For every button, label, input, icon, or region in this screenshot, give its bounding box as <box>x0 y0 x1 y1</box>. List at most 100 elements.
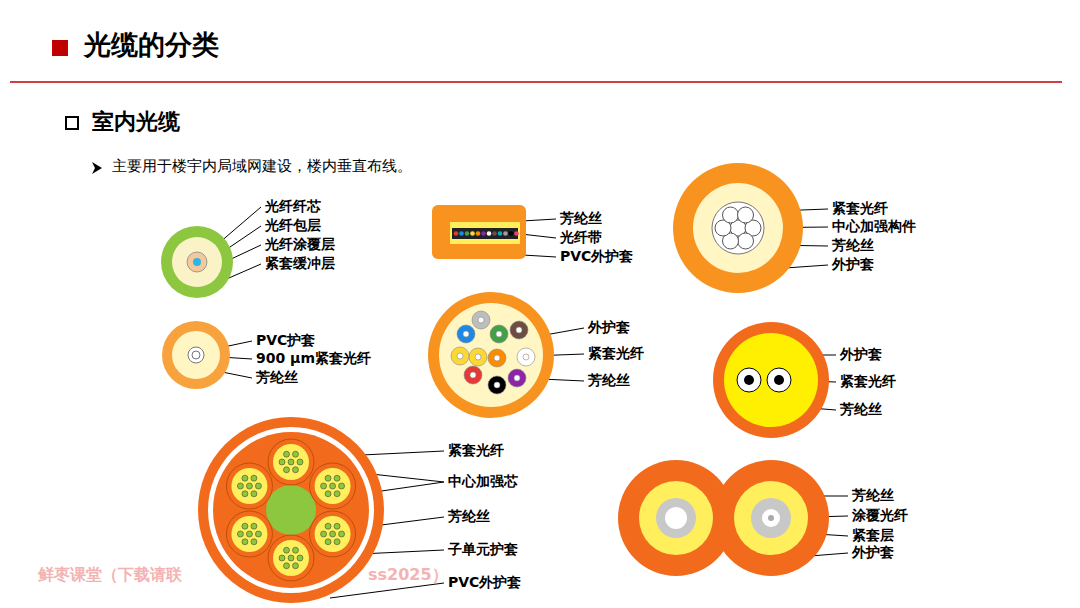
fiber-dot <box>514 375 520 381</box>
fiber-dot <box>293 563 299 569</box>
fiber-dot <box>255 531 261 537</box>
part-label: PVC外护套 <box>448 574 521 591</box>
fiber-dot <box>242 539 248 545</box>
fiber-dot <box>325 539 331 545</box>
fiber-dot <box>226 511 272 557</box>
fiber-dot <box>293 467 299 473</box>
part-label: PVC护套 <box>256 332 315 349</box>
fiber-dot <box>492 231 497 236</box>
fiber-dot <box>321 483 327 489</box>
part-label: 外护套 <box>588 319 630 336</box>
bullet-text: 主要用于楼宇内局域网建设，楼内垂直布线。 <box>112 157 412 175</box>
fiber-dot <box>488 349 506 367</box>
part-label: PVC外护套 <box>560 248 633 265</box>
fiber-dot <box>231 468 267 504</box>
fiber-dot <box>273 444 309 480</box>
fiber-dot <box>459 231 464 236</box>
part-label: 芳纶丝 <box>560 210 602 227</box>
part-label: 芳纶丝 <box>588 372 630 389</box>
part-label: 紧套光纤 <box>832 200 888 217</box>
fiber-dot <box>472 311 490 329</box>
fiber-dot <box>334 491 340 497</box>
fiber-dot <box>325 475 331 481</box>
fiber-dot <box>523 354 529 360</box>
fiber-dot <box>510 321 528 339</box>
fiber-dot <box>470 372 476 378</box>
distribution-cable <box>428 292 554 418</box>
fiber-dot <box>490 325 508 343</box>
fiber-dot <box>494 355 500 361</box>
fiber-dot <box>334 539 340 545</box>
part-label: 芳纶丝 <box>840 401 882 418</box>
fiber-fig-1 <box>161 226 233 298</box>
fiber-dot <box>509 231 514 236</box>
fiber-dot <box>246 483 252 489</box>
title-mark <box>52 40 68 56</box>
fiber-dot <box>339 531 345 537</box>
breakout-cable <box>673 163 803 293</box>
fiber-dot <box>255 483 261 489</box>
fiber-dot <box>284 563 290 569</box>
part-label: 900 μm紧套光纤 <box>256 350 371 367</box>
fiber-dot <box>284 547 290 553</box>
fiber-dot <box>251 491 257 497</box>
fiber-dot <box>330 483 336 489</box>
part-label: 紧套光纤 <box>448 442 504 459</box>
fiber-dot <box>325 523 331 529</box>
fiber-dot <box>325 491 331 497</box>
fiber-dot <box>310 511 356 557</box>
zip-cord-cable <box>618 460 829 576</box>
part-label: 涂覆光纤 <box>852 507 908 524</box>
fiber-dot <box>237 531 243 537</box>
part-label: 中心加强构件 <box>832 218 916 235</box>
fiber-dot <box>503 231 508 236</box>
part-label: 光纤包层 <box>265 217 321 234</box>
part-label: 光纤带 <box>560 229 602 246</box>
fiber-dot <box>321 531 327 537</box>
section-heading: 室内光缆 <box>92 109 180 135</box>
part-label: 外护套 <box>852 544 894 561</box>
fiber-dot <box>297 459 303 465</box>
fiber-dot <box>334 523 340 529</box>
part-label: 外护套 <box>840 346 882 363</box>
fiber-dot <box>226 463 272 509</box>
watermark: ss2025） <box>368 565 448 584</box>
fiber-dot <box>514 231 519 236</box>
fiber-dot <box>454 231 459 236</box>
simplex-cable <box>162 321 230 389</box>
fiber-dot <box>487 231 492 236</box>
fiber-dot <box>297 555 303 561</box>
fiber-dot <box>334 475 340 481</box>
fiber-dot <box>268 439 314 485</box>
part-label: 紧套光纤 <box>588 345 644 362</box>
fiber-dot <box>457 353 463 359</box>
part-label: 外护套 <box>832 256 874 273</box>
fiber-dot <box>738 207 754 223</box>
fiber-dot <box>284 451 290 457</box>
fiber-dot <box>516 327 522 333</box>
fiber-dot <box>470 231 475 236</box>
fiber-dot <box>279 555 285 561</box>
fiber-dot <box>451 347 469 365</box>
fiber-dot <box>237 483 243 489</box>
fiber-dot <box>246 531 252 537</box>
fiber-dot <box>315 516 351 552</box>
fiber-dot <box>273 540 309 576</box>
multi-unit-cable <box>198 417 384 603</box>
part-label: 子单元护套 <box>448 541 518 558</box>
part-label: 光纤涂覆层 <box>265 236 335 253</box>
part-label: 芳纶丝 <box>852 487 894 504</box>
fiber-dot <box>723 207 739 223</box>
fiber-dot <box>469 348 487 366</box>
fiber-dot <box>496 331 502 337</box>
part-label: 紧套层 <box>852 527 894 544</box>
fiber-dot <box>498 231 503 236</box>
slide-title: 光缆的分类 <box>84 29 219 61</box>
part-label: 中心加强芯 <box>448 473 518 490</box>
fiber-dot <box>475 354 481 360</box>
part-label: 紧套光纤 <box>840 373 896 390</box>
fiber-dot <box>242 491 248 497</box>
fiber-dot <box>481 231 486 236</box>
fiber-dot <box>251 523 257 529</box>
